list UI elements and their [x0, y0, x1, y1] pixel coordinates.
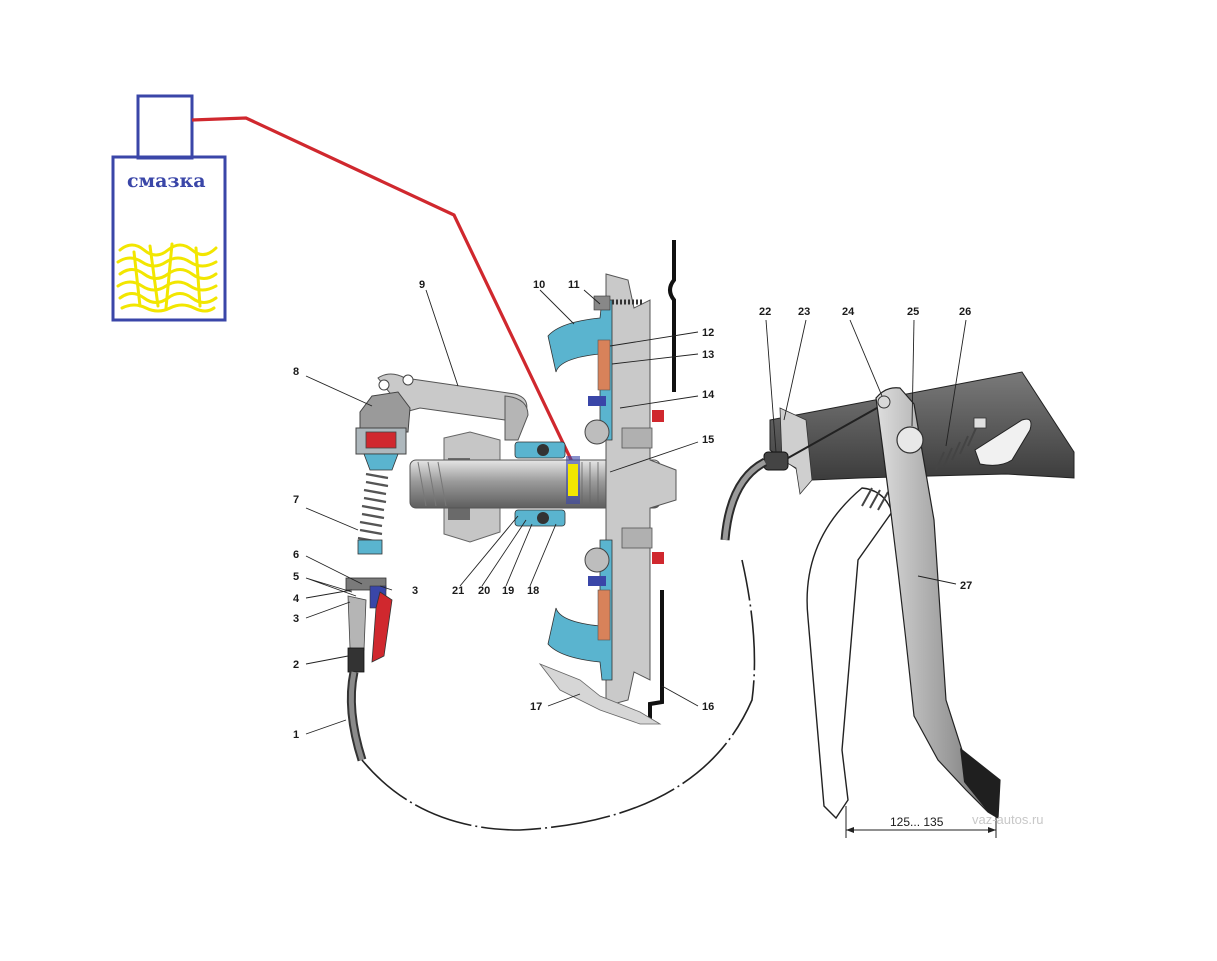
- clutch-assembly: [538, 240, 677, 725]
- lubricant-container-neck: [136, 94, 194, 160]
- release-bearing: [514, 441, 580, 527]
- callout-11: 11: [568, 279, 580, 291]
- pedal-travel-value: 125... 135: [890, 815, 944, 829]
- callout-2: 2: [293, 659, 299, 671]
- callout-26: 26: [959, 306, 971, 318]
- cable-route: [361, 559, 756, 831]
- callout-25: 25: [907, 306, 919, 318]
- callout-17: 17: [530, 701, 542, 713]
- callout-8: 8: [293, 366, 299, 378]
- callout-20: 20: [478, 585, 490, 597]
- leader-lines: [305, 289, 967, 735]
- callout-16: 16: [702, 701, 714, 713]
- callout-labels: 1 2 3 3 4 5 6 7 8 9 10 11 12 13 14 15 16…: [293, 279, 972, 741]
- lubrication-line: [191, 116, 577, 469]
- callout-12: 12: [702, 327, 714, 339]
- pedal-assembly: [720, 371, 1075, 820]
- lubricant-container-body: [111, 155, 227, 322]
- callout-7: 7: [293, 494, 299, 506]
- callout-21: 21: [452, 585, 464, 597]
- callout-24: 24: [842, 306, 855, 318]
- release-fork: [377, 373, 529, 441]
- callout-6: 6: [293, 549, 299, 561]
- clutch-cable-assembly: [345, 391, 411, 762]
- input-shaft: [409, 431, 673, 543]
- pedal-travel-dimension: 125... 135: [845, 806, 997, 838]
- lubricant-container: смазка: [111, 94, 227, 322]
- callout-15: 15: [702, 434, 714, 446]
- grease-scribble: [116, 242, 218, 313]
- callout-3: 3: [293, 613, 299, 625]
- callout-19: 19: [502, 585, 514, 597]
- callout-9: 9: [419, 279, 425, 291]
- callout-1: 1: [293, 729, 299, 741]
- callout-18: 18: [527, 585, 539, 597]
- callout-10: 10: [533, 279, 545, 291]
- watermark: vaz-autos.ru: [972, 812, 1044, 827]
- callout-14: 14: [702, 389, 715, 401]
- callout-3b: 3: [412, 585, 418, 597]
- callout-22: 22: [759, 306, 771, 318]
- lubricant-label: смазка: [127, 170, 206, 192]
- callout-13: 13: [702, 349, 714, 361]
- callout-4: 4: [293, 593, 300, 605]
- cable-spring: [357, 472, 389, 544]
- callout-23: 23: [798, 306, 810, 318]
- callout-5: 5: [293, 571, 299, 583]
- callout-27: 27: [960, 580, 972, 592]
